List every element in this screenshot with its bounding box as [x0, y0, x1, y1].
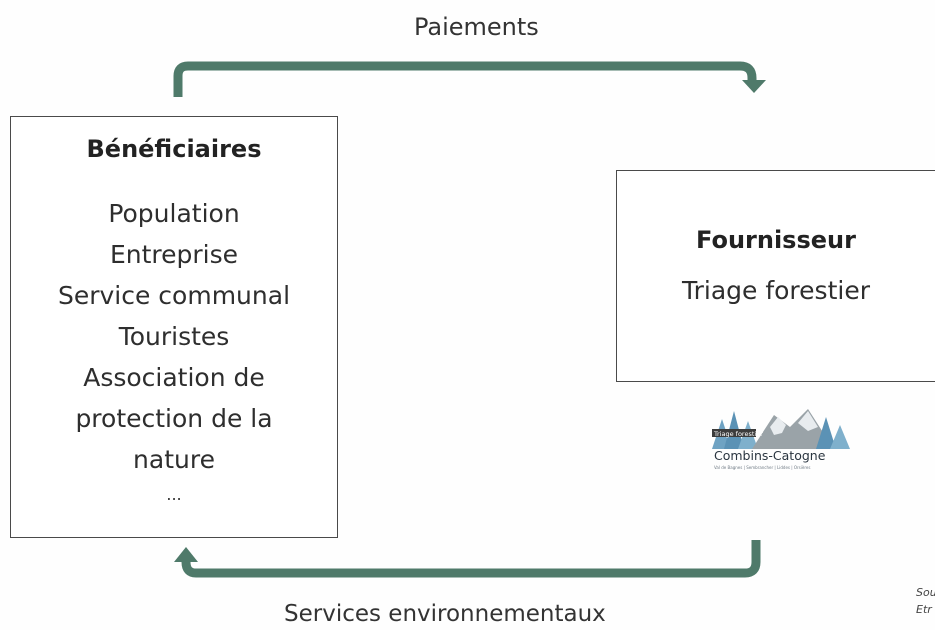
payments-arrowhead — [742, 80, 766, 93]
beneficiaries-box: Bénéficiaires Population Entreprise Serv… — [10, 116, 338, 538]
beneficiary-item: Association de — [83, 363, 265, 392]
payments-label: Paiements — [414, 13, 539, 41]
beneficiary-item: Entreprise — [109, 240, 239, 269]
payments-arrow — [173, 61, 757, 97]
combins-catogne-logo: Triage forestier Combins-Catogne Val de … — [712, 397, 852, 477]
beneficiaries-list: Population Entreprise Service communal T… — [11, 193, 337, 510]
beneficiary-item: protection de la — [75, 404, 273, 433]
beneficiary-item-ellipsis: ... — [166, 485, 182, 504]
supplier-box: Fournisseur Triage forestier — [616, 170, 935, 382]
source-note-line: Sou — [916, 586, 935, 599]
beneficiary-item: Population — [108, 199, 240, 228]
logo-tagline: Val de Bagnes | Sembrancher | Liddes | O… — [714, 465, 810, 470]
beneficiaries-title: Bénéficiaires — [86, 135, 262, 163]
supplier-title: Fournisseur — [696, 226, 856, 254]
beneficiary-item: Service communal — [57, 281, 291, 310]
services-arrow — [181, 540, 761, 578]
services-arrowhead — [174, 547, 198, 562]
beneficiary-item: nature — [133, 445, 215, 474]
services-label: Services environnementaux — [284, 601, 606, 627]
logo-small-text: Triage forestier — [713, 430, 763, 438]
source-note-line: Etr — [916, 603, 932, 616]
beneficiary-item: Touristes — [118, 322, 230, 351]
logo-name: Combins-Catogne — [714, 448, 826, 463]
supplier-item: Triage forestier — [682, 276, 870, 305]
mountain-trees-icon: Triage forestier Combins-Catogne Val de … — [712, 409, 850, 470]
